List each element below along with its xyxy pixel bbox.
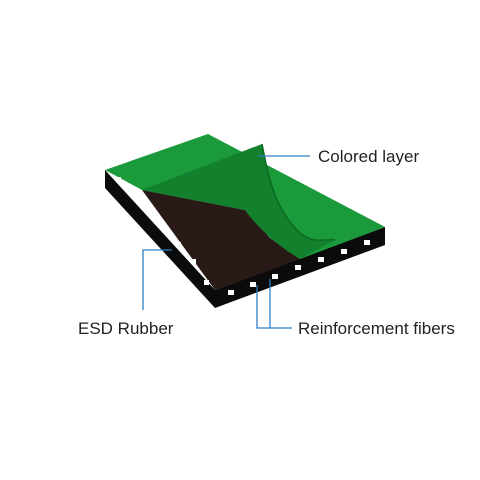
fiber-mark bbox=[191, 259, 196, 264]
fiber-mark bbox=[116, 177, 121, 182]
esd-rubber-surface bbox=[142, 190, 300, 290]
fiber-mark bbox=[146, 209, 151, 214]
fiber-mark bbox=[131, 193, 136, 198]
fiber-mark bbox=[318, 257, 324, 262]
fiber-mark bbox=[250, 282, 256, 287]
fiber-mark bbox=[204, 280, 209, 285]
fiber-marks-right bbox=[228, 240, 370, 295]
fiber-mark bbox=[228, 290, 234, 295]
callout-line-esd-rubber bbox=[142, 249, 172, 310]
fiber-mark bbox=[364, 240, 370, 245]
colored-layer-flap-highlight bbox=[261, 143, 336, 241]
fiber-mark bbox=[341, 249, 347, 254]
fiber-mark bbox=[295, 265, 301, 270]
label-reinforcement-fibers: Reinforcement fibers bbox=[298, 319, 455, 338]
belt-left-edge bbox=[105, 170, 215, 308]
fiber-mark bbox=[161, 226, 166, 231]
label-esd-rubber: ESD Rubber bbox=[78, 319, 174, 338]
fiber-mark bbox=[272, 274, 278, 279]
label-colored-layer: Colored layer bbox=[318, 147, 419, 166]
callout-line-fiber-1 bbox=[256, 285, 292, 329]
colored-layer-flap bbox=[142, 144, 335, 259]
fiber-marks-left bbox=[116, 177, 209, 285]
fiber-mark bbox=[176, 242, 181, 247]
callout-lines bbox=[142, 155, 310, 329]
